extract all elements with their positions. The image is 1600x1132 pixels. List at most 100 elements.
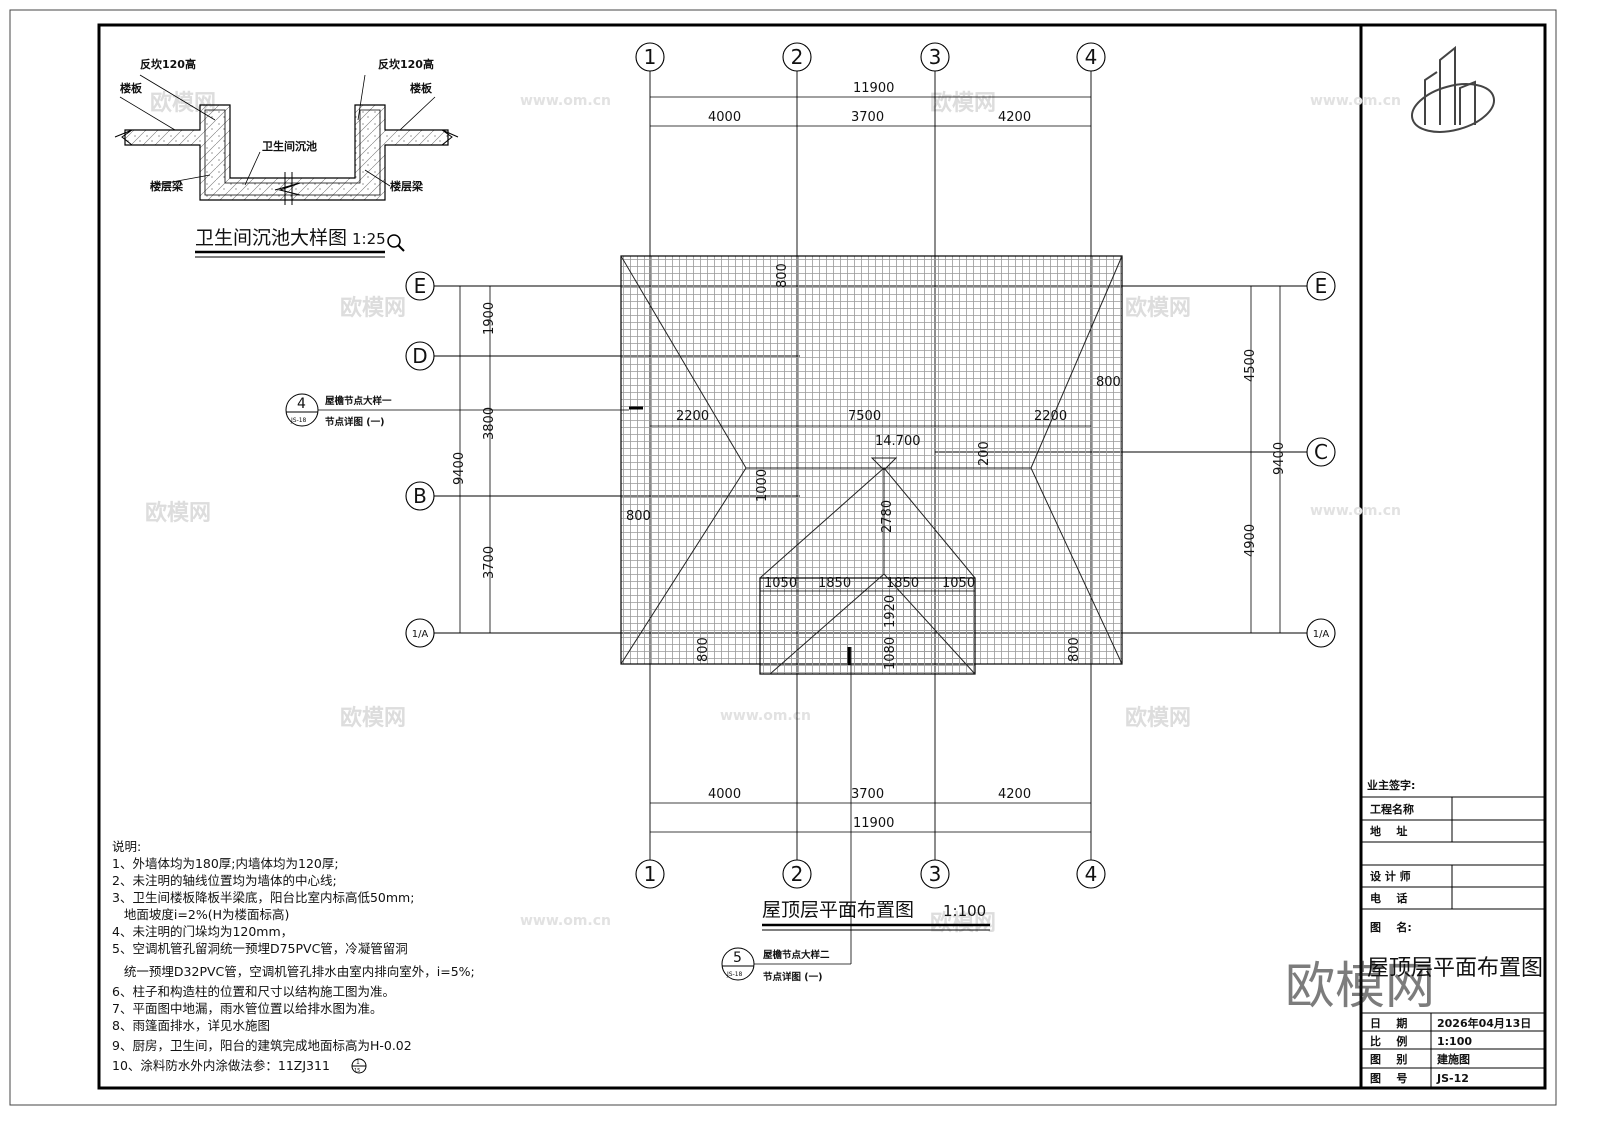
notes-items-11: 10、涂料防水外内涂做法参：11ZJ311 [112, 1058, 330, 1073]
notes-items-7: 6、柱子和构造柱的位置和尺寸以结构施工图为准。 [112, 984, 395, 999]
notes-items-1: 2、未注明的轴线位置均为墙体的中心线; [112, 873, 337, 888]
title_block-scale: 1:100 [1437, 1035, 1472, 1048]
drawing-name: 屋顶层平面布置图 [1367, 956, 1543, 981]
detail-labels-slab_right: 楼板 [410, 81, 433, 95]
detail-title: 卫生间沉池大样图 [195, 227, 347, 249]
zoom-icon [387, 234, 405, 252]
dimension-text: 11900 4000 3700 4200 4000 3700 4200 1190… [452, 81, 1287, 831]
plan-axes_columns-0: 1 [644, 862, 657, 886]
watermark-brand: 欧模网 [340, 295, 406, 321]
plan-dims_right-0: 4500 [1243, 349, 1258, 382]
drawing-border [97, 23, 1547, 1090]
plan-dims_top_total: 11900 [853, 81, 894, 96]
watermark-brand: 欧模网 [1285, 957, 1435, 1015]
plan-roof_dims-gable_a: 1050 [764, 576, 797, 591]
plan-axes_columns-0: 1 [644, 45, 657, 69]
plan-axes_rows_left-0: E [414, 274, 427, 298]
notes-items-9: 8、雨篷面排水，详见水施图 [112, 1018, 270, 1033]
title_block-address_label: 地 址 [1370, 824, 1407, 838]
plan-dims_bottom_total: 11900 [853, 816, 894, 831]
watermark-url: www.om.cn [720, 708, 811, 724]
detail-labels-pit: 卫生间沉池 [262, 139, 317, 153]
outer-frame [9, 9, 1557, 1106]
watermark-brand: 欧模网 [1125, 705, 1191, 731]
plan-callout5-line1: 屋檐节点大样二 [763, 949, 830, 961]
callout-5: 5 JS-18 屋檐节点大样二 节点详图 (一) [721, 647, 852, 983]
title_block-category_label: 图 别 [1370, 1052, 1407, 1066]
plan-roof_dims-gable_f: 1080 [883, 637, 898, 670]
plan-roof_dims-elevation: 14.700 [875, 434, 921, 449]
plan-roof_dims-eave_top: 800 [775, 263, 790, 288]
plan-callout4-sheet: JS-18 [290, 417, 307, 424]
plan-title: 屋顶层平面布置图 [762, 899, 914, 921]
plan-dims_bottom-1: 3700 [851, 787, 884, 802]
notes-items-10: 9、厨房，卫生间，阳台的建筑完成地面标高为H-0.02 [112, 1038, 412, 1053]
axis-bubbles [405, 42, 1336, 889]
plan-axes_rows_left-3: 1/A [412, 629, 429, 640]
plan-roof_dims-hip_right: 2200 [1034, 409, 1067, 424]
plan-axes_columns-3: 4 [1085, 862, 1098, 886]
plan-dims_left-1: 3800 [482, 407, 497, 440]
title_block-designer_label: 设 计 师 [1370, 869, 1411, 883]
plan-dims_bottom-2: 4200 [998, 787, 1031, 802]
detail-labels-slab_left: 楼板 [120, 81, 143, 95]
plan-dims_top-0: 4000 [708, 110, 741, 125]
detail-labels-upturn_left: 反坎120高 [140, 57, 196, 71]
dimension-lines [459, 96, 1281, 833]
title_block-number_label: 图 号 [1370, 1072, 1407, 1085]
plan-dims_bottom-0: 4000 [708, 787, 741, 802]
notes-heading: 说明: [112, 839, 141, 854]
title_block-scale_label: 比 例 [1370, 1034, 1407, 1048]
plan-roof_dims-gable_d: 1050 [942, 576, 975, 591]
watermark-brand: 欧模网 [145, 500, 211, 526]
plan-dims_right_total: 9400 [1272, 442, 1287, 475]
watermark-brand: 欧模网 [930, 910, 996, 936]
plan-roof_dims-gable_c: 1850 [886, 576, 919, 591]
title-block: 业主签字: 工程名称 地 址 设 计 师 电 话 图 名: 屋顶层平面布置图 欧… [1285, 778, 1545, 1088]
title_block-phone_label: 电 话 [1370, 891, 1407, 905]
plan-callout4-line1: 屋檐节点大样一 [325, 395, 392, 407]
title_block-number: JS-12 [1436, 1072, 1469, 1085]
plan-roof_dims-hip_left: 2200 [676, 409, 709, 424]
plan-callout5-num: 5 [733, 950, 742, 966]
plan-roof_dims-offset_right: 200 [977, 441, 992, 466]
notes-items-3: 地面坡度i=2%(H为楼面标高) [112, 907, 289, 922]
plan-roof_dims-gable_e: 1920 [883, 595, 898, 628]
title_block-owner_sign: 业主签字: [1367, 778, 1415, 792]
plan-dims_top-2: 4200 [998, 110, 1031, 125]
plan-callout5-line2: 节点详图 (一) [763, 971, 823, 983]
plan-axes_columns-1: 2 [791, 862, 804, 886]
plan-callout4-num: 4 [297, 396, 306, 412]
plan-roof_dims-gable_depth: 2780 [880, 500, 895, 533]
plan-roof_dims-eave_left: 800 [626, 509, 651, 524]
plan-callout4-line2: 节点详图 (一) [325, 416, 385, 428]
title_block-project_name_label: 工程名称 [1370, 802, 1414, 816]
detail-drawing: 反坎120高 楼板 楼层梁 反坎120高 楼板 楼层梁 卫生间沉池 卫生间沉池大… [114, 57, 459, 258]
detail-labels-beam_right: 楼层梁 [390, 179, 424, 193]
plan-roof_dims-eave_right: 800 [1096, 375, 1121, 390]
notes-items-0: 1、外墙体均为180厚;内墙体均为120厚; [112, 856, 339, 871]
title_block-category: 建施图 [1437, 1052, 1470, 1066]
roof-plan [620, 255, 1123, 675]
plan-roof_dims-ridge: 7500 [848, 409, 881, 424]
plan-axes_columns-2: 3 [929, 862, 942, 886]
plan-axes_columns-2: 3 [929, 45, 942, 69]
watermark-url: www.om.cn [520, 913, 611, 929]
plan-roof_dims-eave_bottom_left: 800 [696, 637, 711, 662]
plan-axes_rows_right-1: C [1314, 440, 1328, 464]
title_block-date_label: 日 期 [1370, 1016, 1407, 1030]
plan-roof_dims-offset_left: 1000 [755, 469, 770, 502]
watermarks: 欧模网 www.om.cn 欧模网 www.om.cn 欧模网 欧模网 欧模网 … [145, 90, 1401, 936]
plan-axes_rows_left-1: D [412, 344, 427, 368]
plan-dims_left-0: 1900 [482, 302, 497, 335]
watermark-url: www.om.cn [1310, 503, 1401, 519]
watermark-brand: 欧模网 [930, 90, 996, 116]
plan-scale: 1:100 [943, 902, 986, 920]
plan-dims_left_total: 9400 [452, 452, 467, 485]
watermark-url: www.om.cn [1310, 93, 1401, 109]
title_block-drawing_name_label: 图 名: [1370, 920, 1412, 934]
plan-dims_top-1: 3700 [851, 110, 884, 125]
callout-4: 4 JS-18 屋檐节点大样一 节点详图 (一) [285, 393, 629, 428]
